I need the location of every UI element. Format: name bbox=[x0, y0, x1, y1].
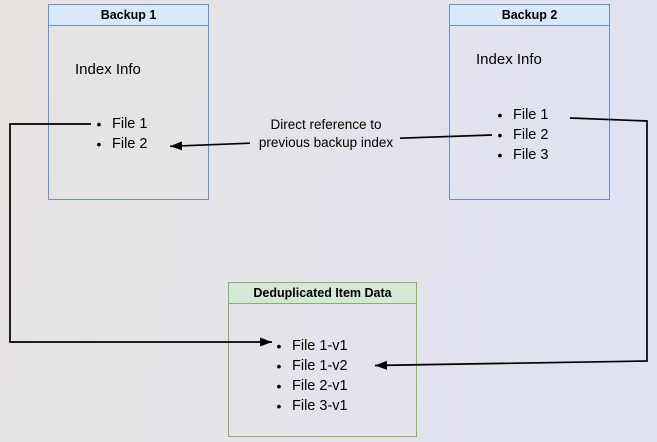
edge-label: Direct reference to previous backup inde… bbox=[258, 117, 394, 150]
list-item: • File 2 bbox=[492, 125, 549, 145]
backup2-title: Backup 2 bbox=[450, 5, 609, 26]
list-item-label: File 2 bbox=[112, 136, 148, 152]
bullet-icon: • bbox=[276, 358, 282, 374]
list-item-label: File 1-v2 bbox=[292, 358, 348, 374]
bullet-icon: • bbox=[497, 107, 503, 123]
list-item-label: File 2 bbox=[513, 127, 549, 143]
list-item: • File 3 bbox=[492, 145, 549, 165]
backup2-file-list: • File 1 • File 2 • File 3 bbox=[492, 105, 549, 165]
backup2-box: Backup 2 Index Info • File 1 • File 2 • … bbox=[449, 4, 610, 200]
backup1-file-list: • File 1 • File 2 bbox=[91, 114, 148, 154]
backup1-box: Backup 1 Index Info • File 1 • File 2 bbox=[48, 4, 209, 200]
list-item-label: File 1-v1 bbox=[292, 338, 348, 354]
dedup-title: Deduplicated Item Data bbox=[229, 283, 416, 304]
bullet-icon: • bbox=[276, 398, 282, 414]
bullet-icon: • bbox=[276, 338, 282, 354]
list-item: • File 2 bbox=[91, 134, 148, 154]
list-item-label: File 2-v1 bbox=[292, 378, 348, 394]
bullet-icon: • bbox=[497, 147, 503, 163]
dedup-file-list: • File 1-v1 • File 1-v2 • File 2-v1 • Fi… bbox=[271, 336, 348, 416]
list-item: • File 1 bbox=[91, 114, 148, 134]
list-item: • File 1-v2 bbox=[271, 356, 348, 376]
list-item-label: File 3-v1 bbox=[292, 398, 348, 414]
list-item: • File 1 bbox=[492, 105, 549, 125]
list-item: • File 1-v1 bbox=[271, 336, 348, 356]
dedup-box: Deduplicated Item Data • File 1-v1 • Fil… bbox=[228, 282, 417, 437]
list-item: • File 3-v1 bbox=[271, 396, 348, 416]
list-item-label: File 3 bbox=[513, 147, 549, 163]
bullet-icon: • bbox=[96, 136, 102, 152]
bullet-icon: • bbox=[276, 378, 282, 394]
backup2-index-info-label: Index Info bbox=[476, 51, 542, 68]
list-item-label: File 1 bbox=[513, 107, 549, 123]
backup1-index-info-label: Index Info bbox=[75, 61, 141, 78]
list-item-label: File 1 bbox=[112, 116, 148, 132]
bullet-icon: • bbox=[497, 127, 503, 143]
bullet-icon: • bbox=[96, 116, 102, 132]
backup1-title: Backup 1 bbox=[49, 5, 208, 26]
list-item: • File 2-v1 bbox=[271, 376, 348, 396]
